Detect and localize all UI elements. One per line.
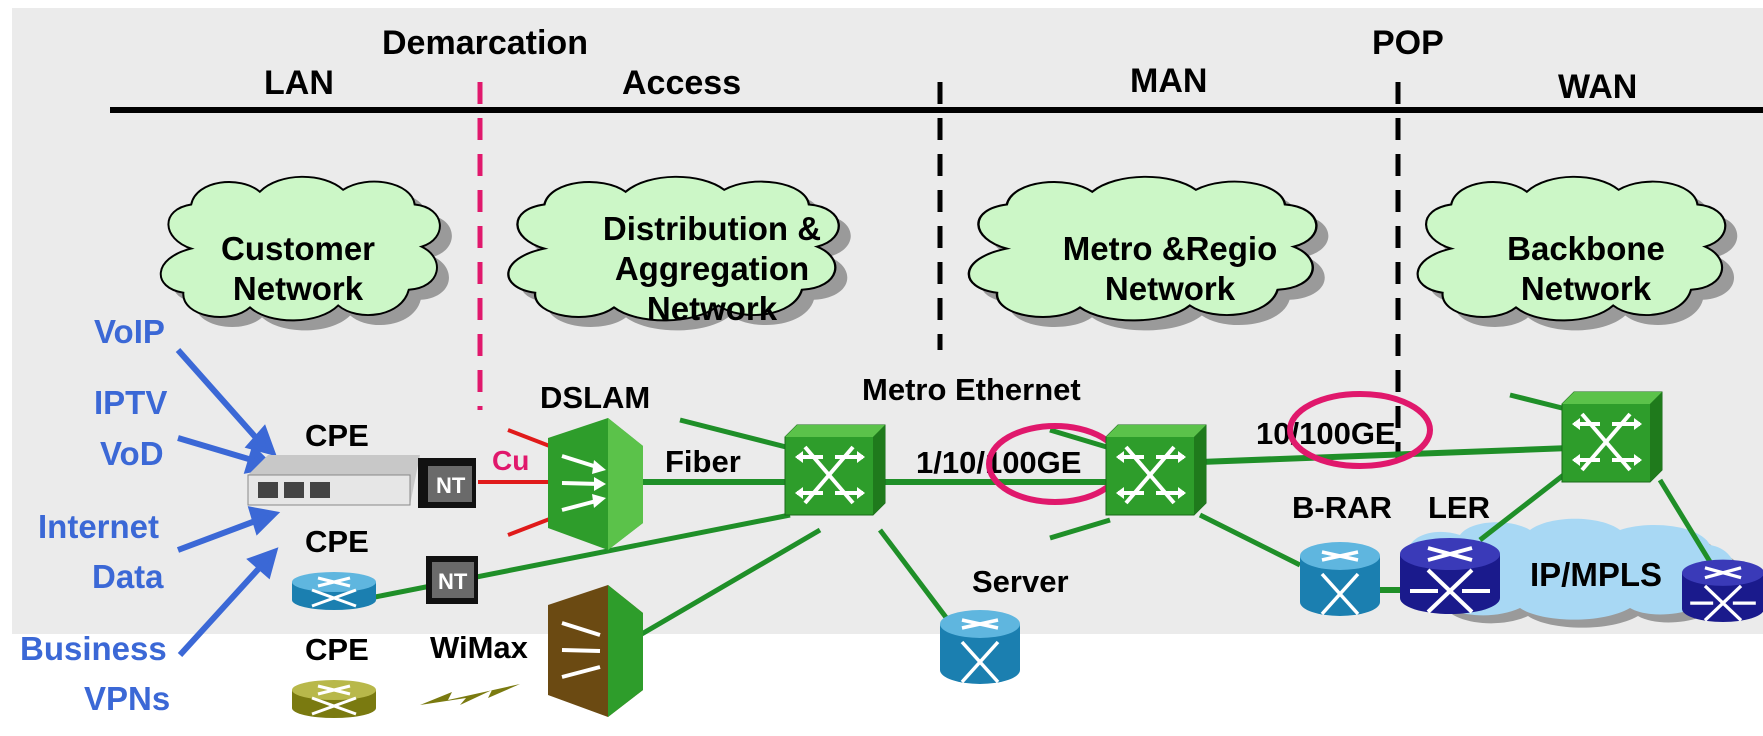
service-business: Business bbox=[20, 630, 167, 667]
customer-network-cloud: Customer Network bbox=[159, 175, 452, 331]
server-device bbox=[938, 608, 1022, 686]
ipmpls-label: IP/MPLS bbox=[1530, 556, 1662, 593]
service-iptv: IPTV bbox=[94, 384, 167, 421]
fiber-link bbox=[679, 417, 791, 451]
backbone-switch bbox=[1560, 390, 1664, 484]
cloud-label-line: Metro &Regio bbox=[1063, 230, 1278, 267]
brar-link bbox=[1198, 512, 1302, 568]
backbone-ler-router bbox=[1680, 558, 1763, 624]
distribution-network-cloud: Distribution & Aggregation Network bbox=[507, 175, 851, 331]
man-header: MAN bbox=[1130, 62, 1207, 100]
wireless-link-icon bbox=[420, 684, 520, 705]
brar-label: B-RAR bbox=[1292, 490, 1392, 525]
nt-box: NT bbox=[426, 556, 478, 604]
backbone-link bbox=[1199, 445, 1571, 465]
cloud-label-line: Network bbox=[1521, 270, 1652, 307]
server-link bbox=[878, 528, 950, 622]
fiber-label: Fiber bbox=[665, 444, 741, 479]
brar-router bbox=[1298, 540, 1382, 618]
ler-label: LER bbox=[1428, 490, 1490, 525]
service-data: Data bbox=[92, 558, 164, 595]
nt-label: NT bbox=[438, 569, 468, 594]
speed-label-1: 1/10/100GE bbox=[916, 445, 1081, 480]
speed-highlight-circle bbox=[1287, 391, 1433, 469]
metro-ethernet-label: Metro Ethernet bbox=[862, 372, 1081, 407]
metro-network-cloud: Metro &Regio Network bbox=[967, 175, 1329, 331]
cpe-modem-device bbox=[247, 455, 420, 506]
access-switch bbox=[783, 423, 887, 517]
server-label: Server bbox=[972, 564, 1069, 599]
voip-arrow bbox=[175, 348, 261, 442]
metro-switch bbox=[1104, 423, 1208, 517]
dslam-device bbox=[546, 416, 645, 552]
fiber-link bbox=[638, 527, 822, 638]
lan-header: LAN bbox=[264, 64, 334, 102]
internet-arrow bbox=[176, 517, 260, 553]
wan-header: WAN bbox=[1558, 68, 1637, 106]
backbone-network-cloud: Backbone Network bbox=[1416, 175, 1738, 331]
cloud-label-line: Customer bbox=[221, 230, 375, 267]
dslam-label: DSLAM bbox=[540, 380, 650, 415]
cloud-label-line: Network bbox=[647, 290, 778, 327]
arrow-head bbox=[244, 424, 277, 457]
nt-box: NT bbox=[418, 458, 476, 508]
service-arrows bbox=[175, 348, 281, 658]
cloud-label-line: Network bbox=[233, 270, 364, 307]
copper-label: Cu bbox=[492, 445, 529, 476]
metro-link bbox=[1049, 427, 1111, 451]
cloud-label-line: Network bbox=[1105, 270, 1236, 307]
cpe-label: CPE bbox=[305, 418, 369, 453]
cpe-wimax-router bbox=[292, 680, 376, 718]
cloud-label-line: Aggregation bbox=[615, 250, 809, 287]
wimax-label: WiMax bbox=[430, 630, 529, 665]
service-vod: VoD bbox=[100, 435, 164, 472]
metro-link bbox=[1049, 517, 1111, 541]
business-arrow bbox=[177, 562, 265, 658]
arrow-head bbox=[246, 547, 279, 580]
cpe-label: CPE bbox=[305, 632, 369, 667]
demarcation-header: Demarcation bbox=[382, 24, 588, 62]
ler-router bbox=[1398, 536, 1502, 616]
cpe-label: CPE bbox=[305, 524, 369, 559]
iptv-arrow bbox=[177, 435, 253, 463]
service-internet: Internet bbox=[38, 508, 159, 545]
service-vpns: VPNs bbox=[84, 680, 170, 717]
pop-header: POP bbox=[1372, 24, 1444, 62]
wimax-base-station bbox=[546, 583, 645, 719]
service-voip: VoIP bbox=[94, 313, 165, 350]
backbone-link bbox=[1509, 392, 1571, 413]
cloud-label-line: Distribution & bbox=[603, 210, 821, 247]
arrow-head bbox=[247, 506, 281, 536]
cpe-router bbox=[292, 572, 376, 610]
backbone-link bbox=[1657, 478, 1718, 572]
access-header: Access bbox=[622, 64, 741, 102]
ler-backbone-link bbox=[1478, 468, 1572, 542]
cloud-label-line: Backbone bbox=[1507, 230, 1665, 267]
speed-label-2: 10/100GE bbox=[1256, 416, 1396, 451]
nt-label: NT bbox=[436, 473, 466, 498]
